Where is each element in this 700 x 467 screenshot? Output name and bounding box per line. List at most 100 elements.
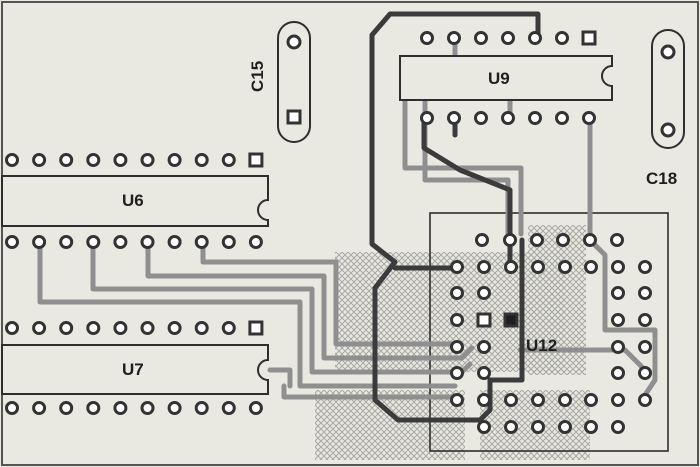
u12-pad: [638, 366, 652, 380]
c15-capacitor: C15: [248, 21, 311, 143]
u12-pad: [638, 393, 652, 407]
u12-pad: [450, 340, 464, 354]
u12-pad: [611, 260, 625, 274]
u12-pad: [450, 393, 464, 407]
u7-pad-1: [248, 320, 264, 336]
c18-capacitor: C18: [646, 29, 685, 188]
u12-pad: [611, 393, 625, 407]
u9-pad: [528, 31, 542, 45]
u9-pad: [528, 111, 542, 125]
u7-pad: [221, 401, 236, 415]
u12-pad: [638, 313, 652, 327]
u12-pad: [504, 260, 518, 274]
u6-pad: [113, 153, 128, 167]
u12-pad-key: [476, 312, 492, 328]
u7-pad: [248, 401, 263, 415]
u12-pad: [531, 420, 545, 434]
u12-pad: [611, 366, 625, 380]
u7-pad: [59, 401, 74, 415]
u6-chip: U6: [1, 175, 269, 227]
u9-pad: [555, 111, 569, 125]
u6-pad: [140, 153, 155, 167]
u6-label: U6: [122, 191, 144, 210]
c18-label: C18: [646, 169, 677, 188]
u6-pad: [113, 235, 128, 249]
u12-pad: [638, 260, 652, 274]
u12-pad: [477, 366, 491, 380]
u7-chip: U7: [1, 344, 269, 395]
u7-pad: [221, 321, 236, 335]
u6-pad: [221, 235, 236, 249]
u9-pad: [447, 31, 461, 45]
u12-pad: [450, 366, 464, 380]
u12-pad: [477, 286, 491, 300]
u12-pad: [611, 313, 625, 327]
u9-label: U9: [488, 69, 510, 88]
u9-pad: [447, 111, 461, 125]
dark-traces: [369, 11, 541, 423]
u6-pad: [5, 235, 19, 249]
u6-pad: [167, 153, 182, 167]
u9-pad: [420, 31, 434, 45]
u6-pad: [248, 235, 263, 249]
u6-pad: [194, 153, 209, 167]
u6-pad: [59, 235, 74, 249]
u12-pad: [558, 393, 572, 407]
u7-pad: [140, 321, 155, 335]
u12-pad: [477, 393, 491, 407]
u7-pad: [32, 401, 47, 415]
u12-pad: [503, 233, 517, 247]
u6-pad: [221, 153, 236, 167]
u7-pad: [5, 401, 19, 415]
u7-pad: [86, 401, 101, 415]
u6-pad: [86, 235, 101, 249]
c15-label: C15: [248, 61, 267, 92]
u12-pad: [531, 393, 545, 407]
pads: [5, 30, 652, 434]
u12-pad: [611, 286, 625, 300]
u6-pad: [32, 235, 47, 249]
u7-pad: [113, 321, 128, 335]
u9-pad: [555, 31, 569, 45]
u9-pad: [582, 111, 596, 125]
u6-pad: [194, 235, 209, 249]
u12-pad: [611, 420, 625, 434]
u12-pad: [477, 340, 491, 354]
u9-pad: [501, 111, 515, 125]
u12-pad: [504, 420, 518, 434]
u12-pad-1: [503, 312, 519, 328]
u7-pad: [194, 321, 209, 335]
u7-pad: [194, 401, 209, 415]
u7-pad: [32, 321, 47, 335]
u12-pad: [475, 233, 489, 247]
u7-pad: [167, 321, 182, 335]
u12-pad: [584, 420, 598, 434]
u12-pad: [611, 340, 625, 354]
u12-pad: [558, 420, 572, 434]
u12-pad: [450, 313, 464, 327]
u7-label: U7: [122, 360, 144, 379]
u6-pad: [32, 153, 47, 167]
u12-pad: [504, 393, 518, 407]
u12-pad: [610, 233, 624, 247]
u7-pad: [5, 321, 19, 335]
u9-pad: [474, 31, 488, 45]
u9-pad: [474, 111, 488, 125]
u9-pad: [501, 31, 515, 45]
u12-pad: [477, 420, 491, 434]
u12-pad: [531, 260, 545, 274]
u12-pad: [450, 286, 464, 300]
u6-pad: [5, 153, 19, 167]
u12-pad: [450, 260, 464, 274]
u7-pad: [86, 321, 101, 335]
u7-pad: [167, 401, 182, 415]
u12-pad: [477, 260, 491, 274]
u6-pad: [86, 153, 101, 167]
u7-pad: [59, 321, 74, 335]
u12-pad: [638, 286, 652, 300]
u12-pad: [584, 260, 598, 274]
u12-outline: [429, 212, 669, 452]
u7-pad: [113, 401, 128, 415]
u12-pad: [556, 233, 570, 247]
